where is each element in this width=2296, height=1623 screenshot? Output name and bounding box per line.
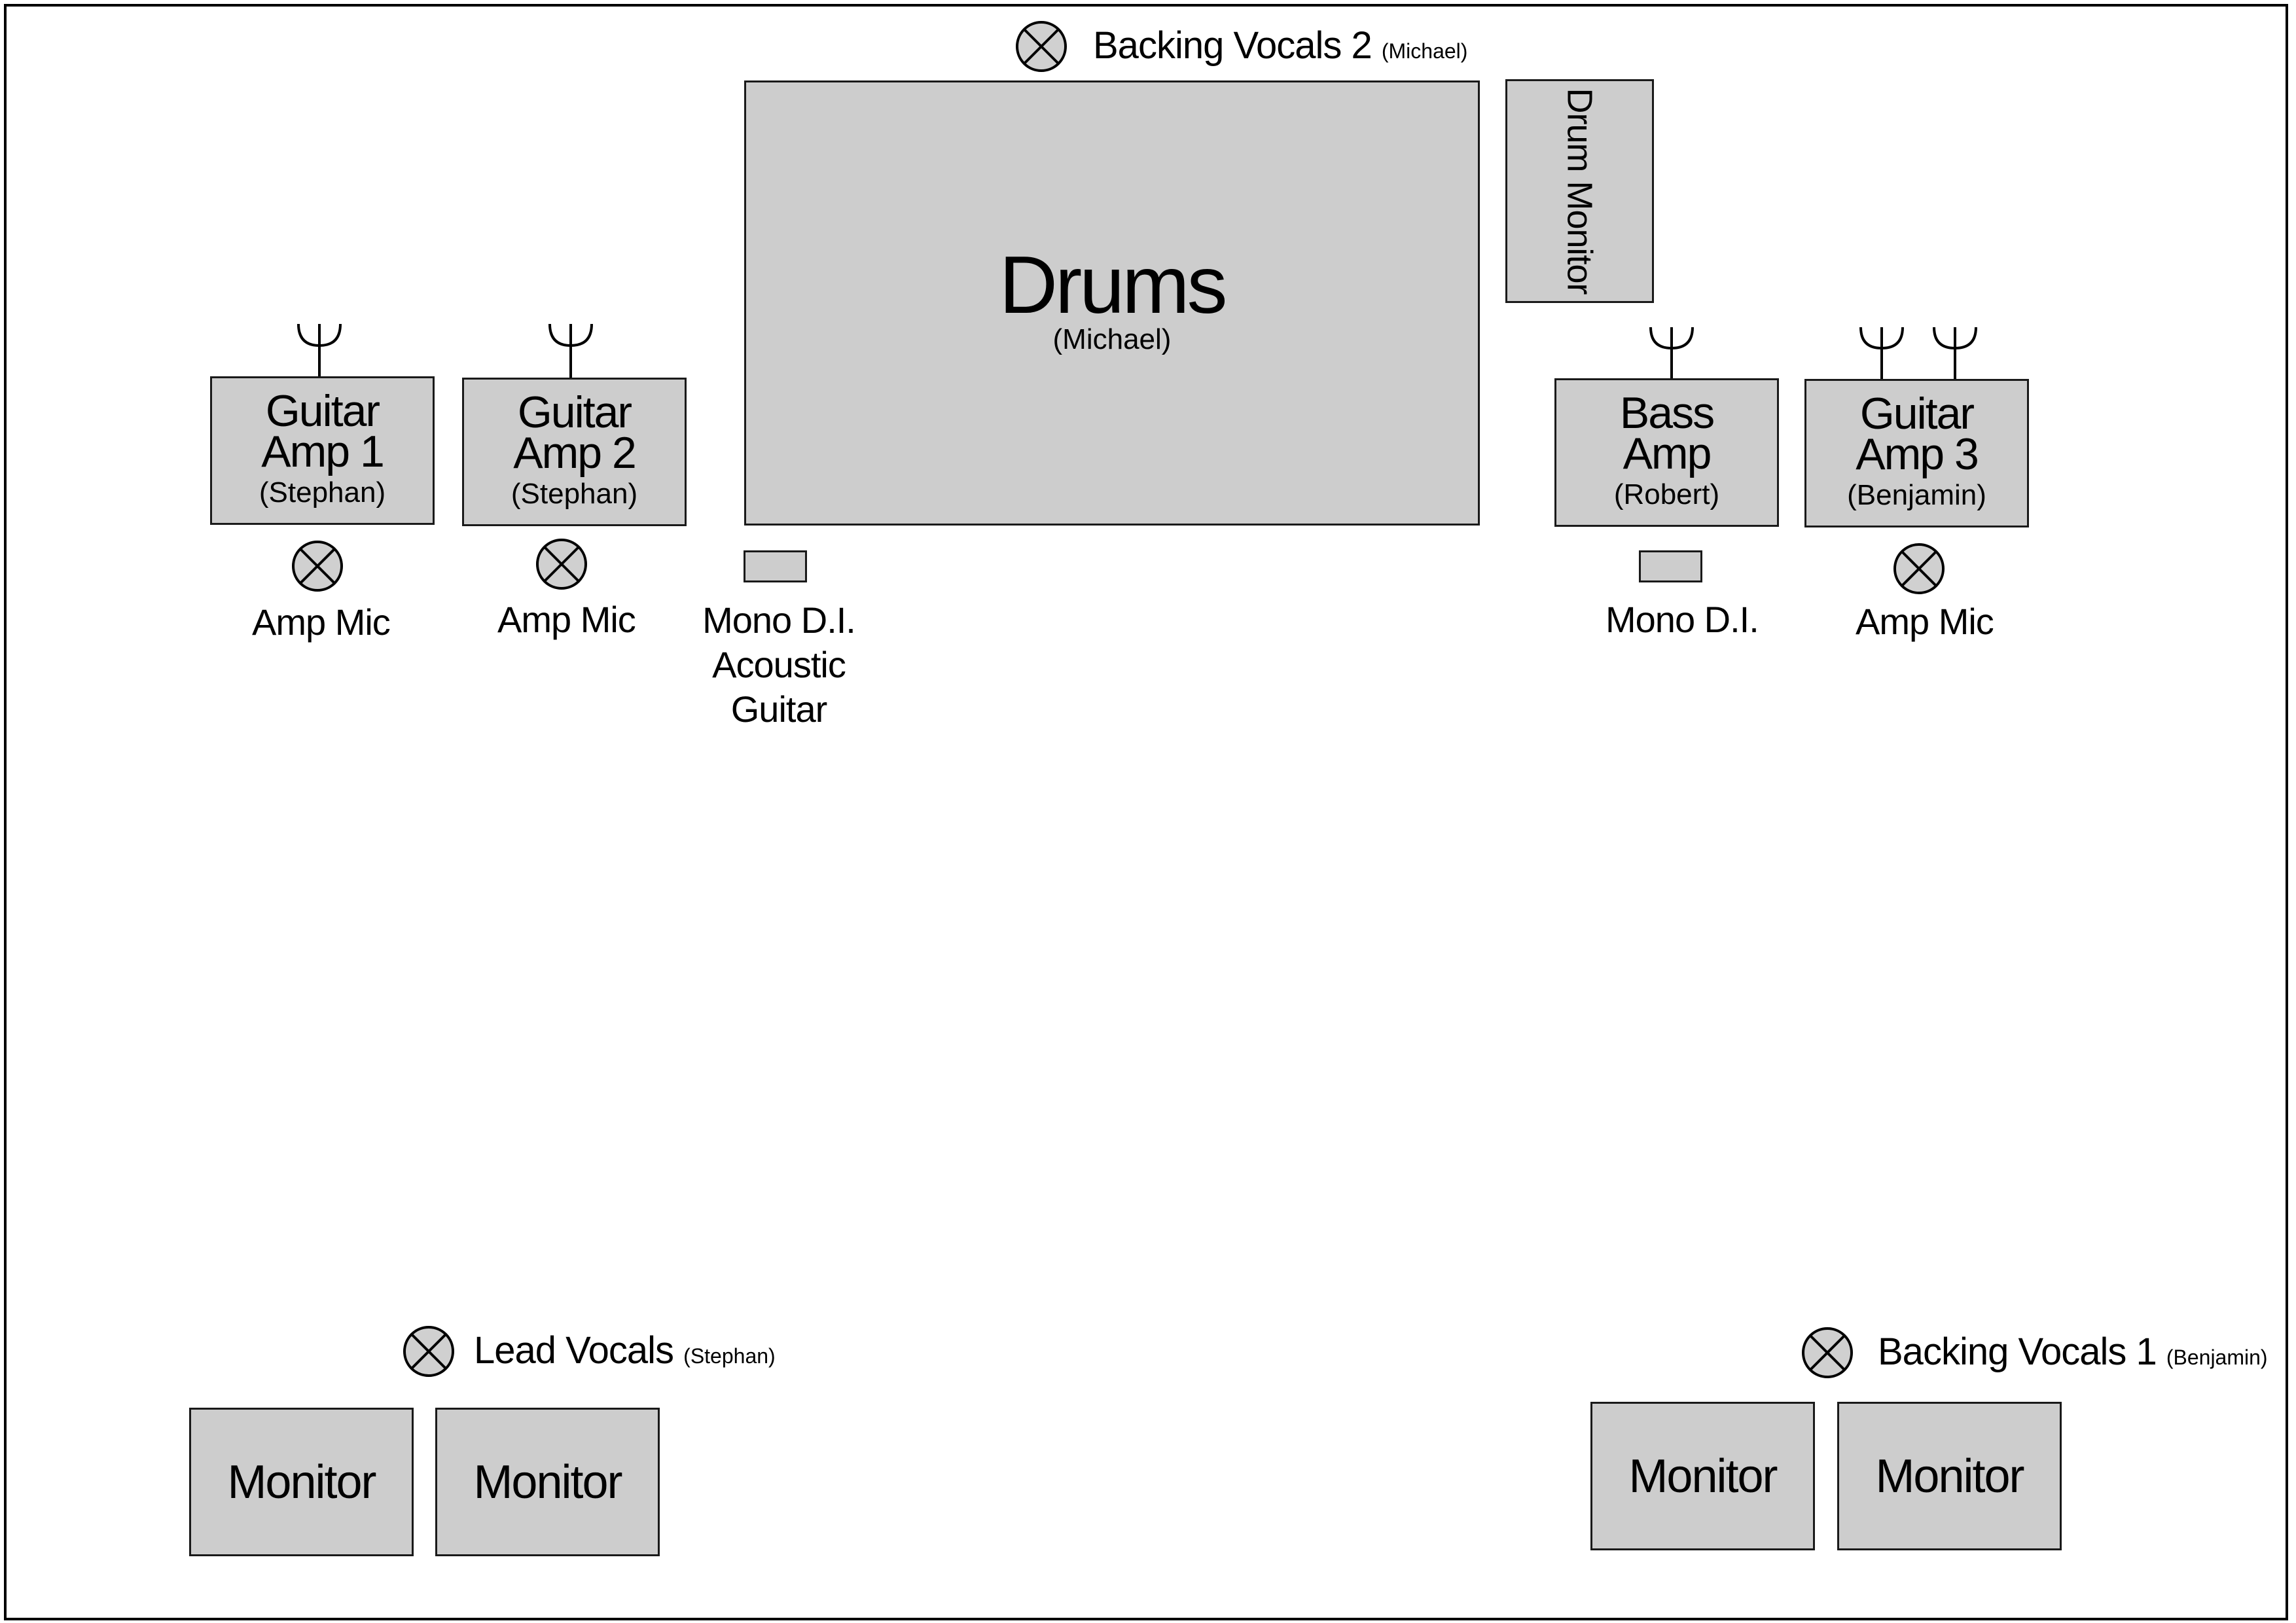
di-box-acoustic <box>744 550 807 582</box>
wedge-psi-icon <box>1649 327 1694 378</box>
di-acoustic-line3: Guitar <box>730 688 828 730</box>
guitar-amp-2-line2: Amp 2 <box>513 427 637 478</box>
drums-player: (Michael) <box>1052 323 1172 355</box>
lead-vocals-player: (Stephan) <box>683 1344 776 1368</box>
monitor-label: Monitor <box>473 1455 622 1508</box>
bass-amp-player: (Robert) <box>1613 478 1720 510</box>
monitor-wedge-1: Monitor <box>189 1408 414 1556</box>
mic-x-circle-icon <box>1802 1327 1853 1378</box>
guitar-amp-1-player: (Stephan) <box>259 476 386 508</box>
di-acoustic-line2: Acoustic <box>712 644 846 685</box>
monitor-label: Monitor <box>1628 1450 1778 1503</box>
guitar-amp-3-line2: Amp 3 <box>1856 429 1979 479</box>
backing-vocals-2-label: Backing Vocals 2 (Michael) <box>1093 24 1467 67</box>
guitar-amp-2-line1: Guitar <box>517 387 632 437</box>
guitar-amp-2: Guitar Amp 2 (Stephan) <box>462 378 687 526</box>
di-box-bass <box>1639 550 1702 582</box>
guitar-amp-1-line1: Guitar <box>265 385 380 436</box>
backing-vocals-1-label: Backing Vocals 1 (Benjamin) <box>1878 1330 2268 1374</box>
mic-x-circle-icon <box>536 539 587 590</box>
guitar-amp-3-player: (Benjamin) <box>1847 478 1986 511</box>
monitor-wedge-2: Monitor <box>435 1408 660 1556</box>
amp-mic-1-label: Amp Mic <box>252 601 391 643</box>
guitar-amp-3: Guitar Amp 3 (Benjamin) <box>1804 379 2029 527</box>
backing-vocals-1-text: Backing Vocals 1 <box>1878 1330 2157 1373</box>
bass-amp-line2: Amp <box>1623 428 1712 478</box>
backing-vocals-2-text: Backing Vocals 2 <box>1093 24 1372 67</box>
lead-vocals-label: Lead Vocals (Stephan) <box>474 1329 776 1372</box>
mic-x-circle-icon <box>1016 21 1067 72</box>
monitor-wedge-4: Monitor <box>1837 1402 2062 1550</box>
wedge-psi-icon <box>1933 327 1977 379</box>
stage-frame <box>4 4 2288 1620</box>
mic-x-circle-icon <box>403 1326 454 1377</box>
drum-monitor: Drum Monitor <box>1505 79 1654 303</box>
guitar-amp-1: Guitar Amp 1 (Stephan) <box>210 376 435 525</box>
monitor-label: Monitor <box>1875 1450 2024 1503</box>
di-acoustic-label: Mono D.I. Acoustic Guitar <box>700 598 857 732</box>
guitar-amp-2-player: (Stephan) <box>511 477 638 510</box>
drums-title: Drums <box>999 240 1227 330</box>
monitor-label: Monitor <box>227 1455 376 1508</box>
drums-riser: Drums (Michael) <box>744 80 1480 526</box>
lead-vocals-text: Lead Vocals <box>474 1329 674 1372</box>
mic-x-circle-icon <box>292 541 343 592</box>
backing-vocals-1-player: (Benjamin) <box>2166 1346 2268 1369</box>
wedge-psi-icon <box>297 323 342 376</box>
guitar-amp-1-line2: Amp 1 <box>261 426 385 476</box>
wedge-psi-icon <box>548 323 593 378</box>
bass-amp: Bass Amp (Robert) <box>1554 378 1779 527</box>
backing-vocals-2-player: (Michael) <box>1381 39 1468 63</box>
amp-mic-2-label: Amp Mic <box>497 599 636 640</box>
bass-amp-line1: Bass <box>1619 387 1715 438</box>
di-acoustic-line1: Mono D.I. <box>702 599 856 641</box>
amp-mic-3-label: Amp Mic <box>1856 601 1994 642</box>
guitar-amp-3-line1: Guitar <box>1859 388 1975 438</box>
di-bass-label: Mono D.I. <box>1605 599 1759 640</box>
monitor-wedge-3: Monitor <box>1590 1402 1815 1550</box>
wedge-psi-icon <box>1859 327 1904 379</box>
mic-x-circle-icon <box>1893 543 1945 594</box>
